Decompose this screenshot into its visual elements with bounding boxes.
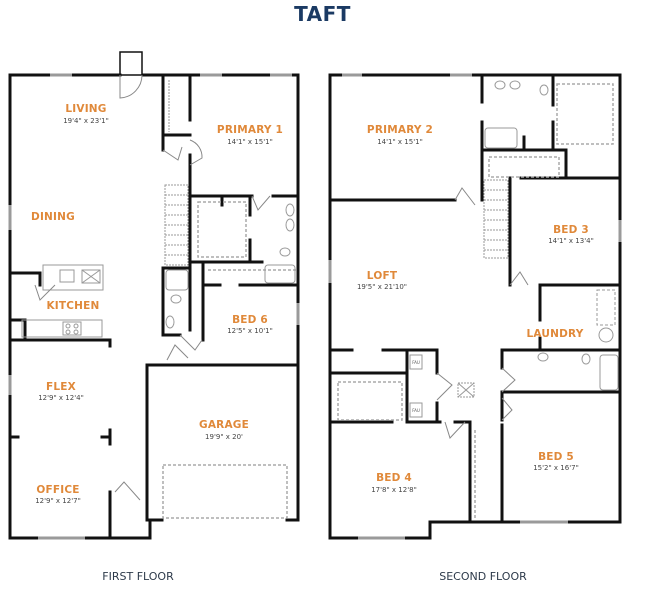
room-bed6-dims: 12'5" x 10'1"	[227, 327, 273, 335]
room-office-dims: 12'9" x 12'7"	[35, 497, 81, 505]
room-bed5-dims: 15'2" x 16'7"	[533, 464, 579, 472]
stairs-first-floor	[164, 80, 189, 266]
room-flex-name: FLEX	[46, 381, 76, 393]
room-loft-dims: 19'5" x 21'10"	[356, 283, 408, 291]
room-living-dims: 19'4" x 23'1"	[63, 117, 109, 125]
room-living-name: LIVING	[65, 103, 107, 115]
room-primary1-name: PRIMARY 1	[216, 124, 284, 136]
front-porch	[119, 51, 143, 76]
room-bed4-dims: 17'8" x 12'8"	[371, 486, 417, 494]
second-floor-exterior-wall	[328, 73, 622, 540]
first-floor-label: FIRST FLOOR	[102, 570, 174, 583]
stairs-second-floor	[483, 179, 509, 259]
kitchen-counter	[42, 264, 104, 291]
fau-label-1: FAU	[412, 360, 420, 365]
room-laundry-name: LAUNDRY	[526, 328, 584, 340]
room-dining-name: DINING	[31, 211, 75, 223]
plan-title: TAFT	[294, 2, 351, 26]
second-floor-label: SECOND FLOOR	[439, 570, 527, 583]
room-office-name: OFFICE	[36, 484, 80, 496]
room-loft-name: LOFT	[366, 270, 398, 282]
room-garage-dims: 19'9" x 20'	[205, 433, 243, 441]
room-bed3-name: BED 3	[553, 224, 589, 236]
room-bed6-name: BED 6	[232, 314, 268, 326]
kitchen-island	[21, 319, 103, 338]
room-bed4-name: BED 4	[376, 472, 412, 484]
room-bed3-dims: 14'1" x 13'4"	[548, 237, 594, 245]
room-primary2-dims: 14'1" x 15'1"	[377, 138, 423, 146]
room-flex-dims: 12'9" x 12'4"	[38, 394, 84, 402]
garage-wall	[145, 363, 300, 522]
room-garage-name: GARAGE	[199, 419, 249, 431]
room-primary2-name: PRIMARY 2	[366, 124, 434, 136]
room-primary1-dims: 14'1" x 15'1"	[227, 138, 273, 146]
room-kitchen-name: KITCHEN	[46, 300, 100, 312]
room-bed5-name: BED 5	[538, 451, 574, 463]
fau-label-2: FAU	[412, 408, 420, 413]
